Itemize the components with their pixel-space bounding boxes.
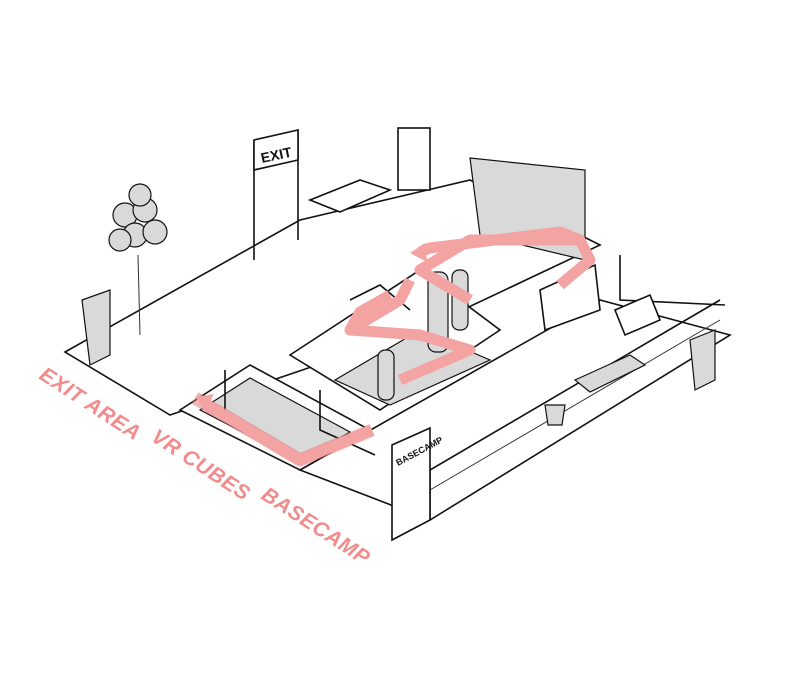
exit-table xyxy=(307,179,393,213)
bench-table xyxy=(573,354,647,393)
path-arrow-vr xyxy=(195,394,214,410)
zone-label-basecamp: BASECAMP xyxy=(257,483,374,570)
kiosk-left xyxy=(81,289,111,366)
guidance-path xyxy=(191,226,596,467)
fence-rail xyxy=(429,319,721,491)
counter xyxy=(613,293,662,337)
plant-pot xyxy=(544,404,566,426)
exit-sign-text: EXIT xyxy=(259,144,293,166)
tree-trunk-3 xyxy=(377,349,395,401)
exit-sign-board xyxy=(253,128,299,172)
balloons-icon xyxy=(108,183,168,336)
tree-trunk-1 xyxy=(427,271,449,353)
basecamp-sign-board xyxy=(391,426,431,542)
path-arrow-top xyxy=(410,243,427,262)
locker-shelf xyxy=(397,127,431,191)
fence-back xyxy=(619,255,726,306)
railing-2 xyxy=(319,390,376,456)
kiosk-right xyxy=(689,329,716,391)
